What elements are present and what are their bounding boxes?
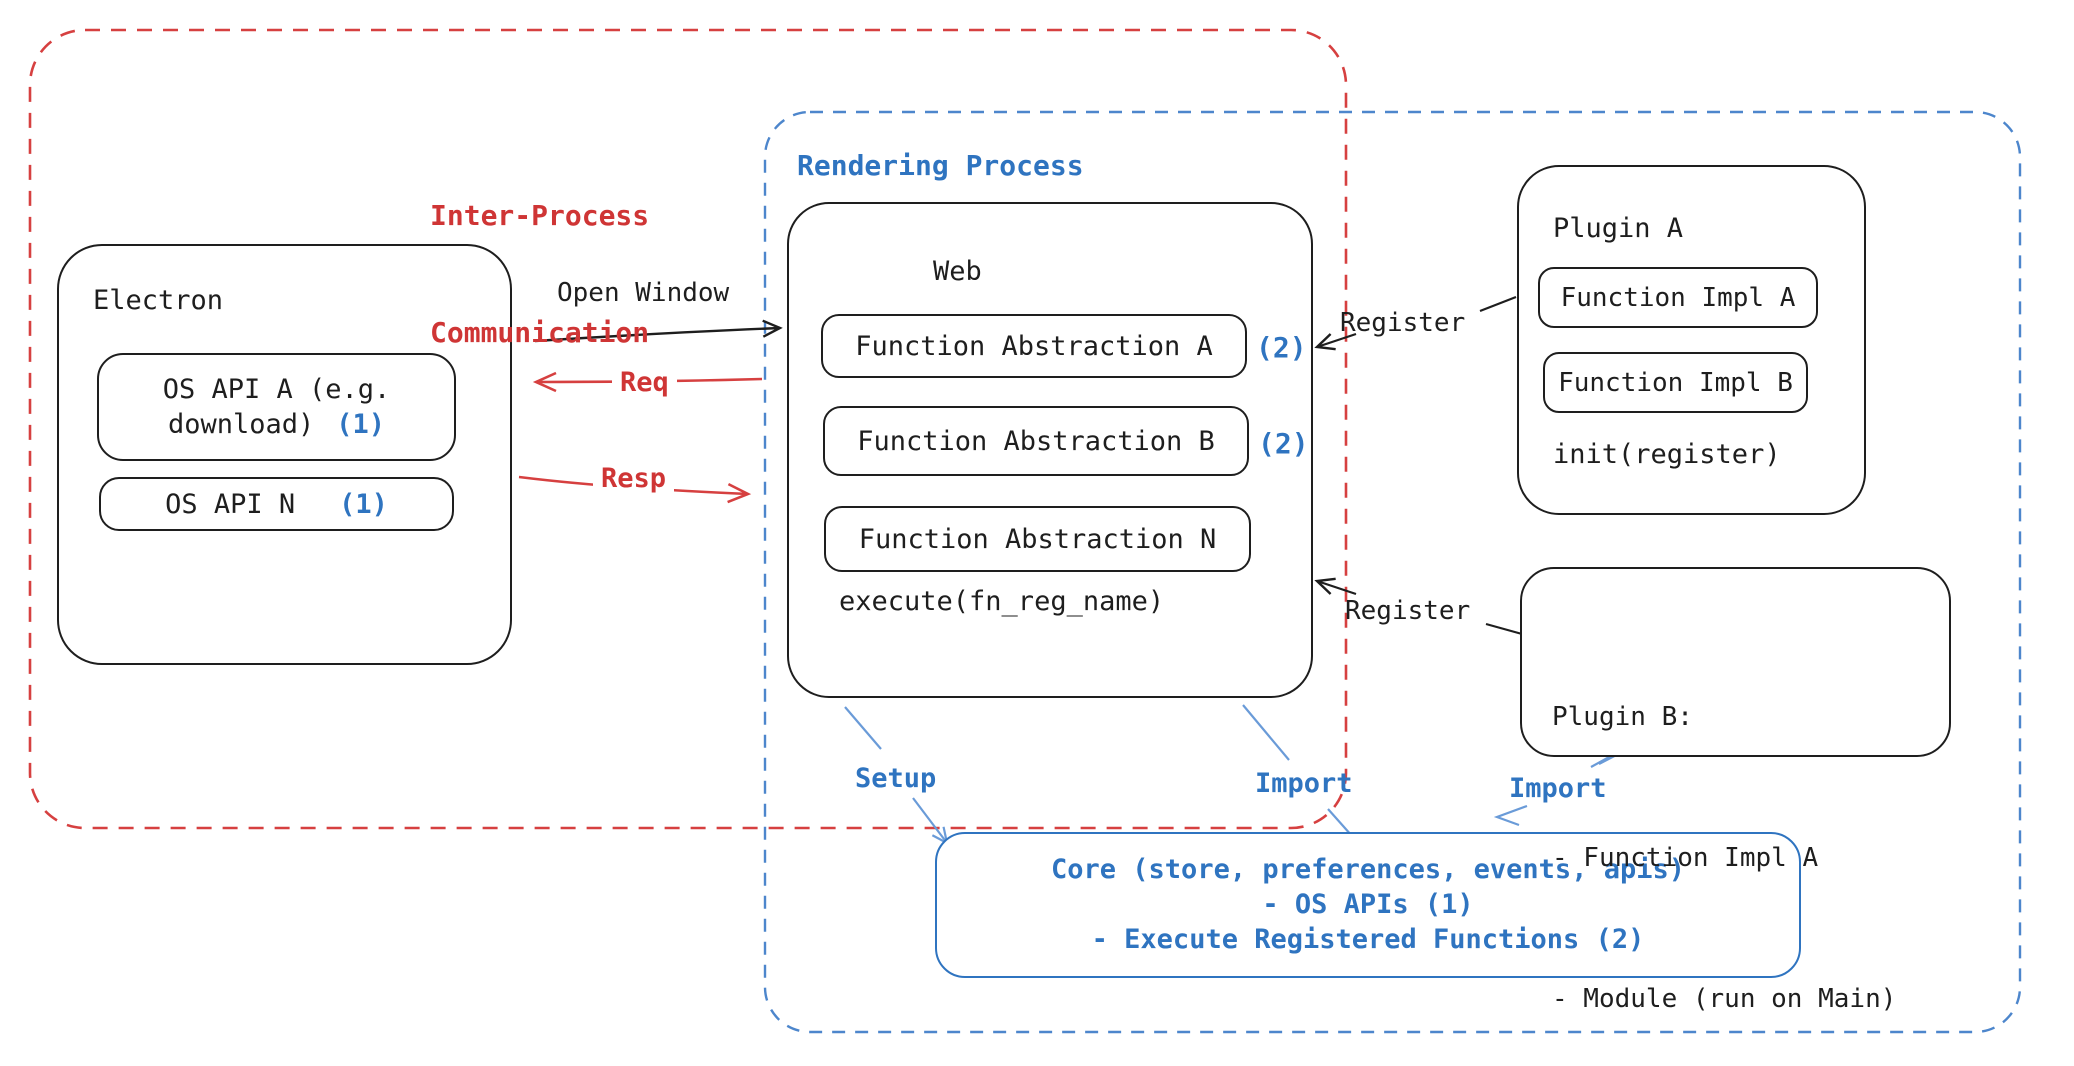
rendering-group-label: Rendering Process xyxy=(797,149,1084,182)
register-bottom-leader-line xyxy=(1485,622,1523,636)
os-api-a-line2: download) xyxy=(167,409,315,440)
setup-label: Setup xyxy=(855,763,937,794)
import-right-label: Import xyxy=(1509,773,1607,804)
register-top-leader-line xyxy=(1479,295,1517,313)
init-register-label: init(register) xyxy=(1553,439,1781,470)
import-mid-line xyxy=(1242,704,1290,761)
function-impl-a-text: Function Impl A xyxy=(1560,282,1796,313)
req-label: Req xyxy=(612,366,677,400)
function-impl-a-box: Function Impl A xyxy=(1538,267,1818,328)
resp-label: Resp xyxy=(593,462,675,496)
web-title: Web xyxy=(933,256,982,287)
function-abstraction-a-box: Function Abstraction A xyxy=(821,314,1247,378)
setup-line xyxy=(844,706,882,750)
os-api-a-box: OS API A (e.g. download) (1) xyxy=(97,353,456,461)
electron-title: Electron xyxy=(93,285,224,316)
function-abstraction-n-text: Function Abstraction N xyxy=(858,523,1217,555)
os-api-a-badge: (1) xyxy=(336,409,386,440)
function-abstraction-a-text: Function Abstraction A xyxy=(855,330,1213,362)
plugin-b-text: Plugin B: - Function Impl A - Module (ru… xyxy=(1552,600,1896,1066)
open-window-label: Open Window xyxy=(557,278,730,308)
register-top-label: Register xyxy=(1340,308,1466,338)
register-bottom-label: Register xyxy=(1345,596,1471,626)
function-abstraction-n-box: Function Abstraction N xyxy=(824,506,1251,572)
os-api-n-badge: (1) xyxy=(339,488,388,520)
execute-label: execute(fn_reg_name) xyxy=(839,586,1165,617)
import-mid-label: Import xyxy=(1255,768,1353,799)
ipc-group-label-line2: Communication xyxy=(430,316,650,349)
function-abstraction-b-text: Function Abstraction B xyxy=(857,425,1215,457)
function-abstraction-b-badge: (2) xyxy=(1258,427,1309,460)
plugin-b-line3: - Module (run on Main) xyxy=(1552,984,1897,1014)
os-api-n-text: OS API N xyxy=(165,488,296,520)
plugin-b-line1: Plugin B: xyxy=(1552,702,1693,732)
ipc-group-label-line1: Inter-Process xyxy=(430,199,650,232)
function-impl-b-text: Function Impl B xyxy=(1558,367,1793,398)
function-abstraction-b-box: Function Abstraction B xyxy=(823,406,1249,476)
function-abstraction-a-badge: (2) xyxy=(1256,331,1307,364)
import-right-arrowhead xyxy=(1493,804,1528,827)
function-impl-b-box: Function Impl B xyxy=(1543,352,1808,413)
plugin-b-line2: - Function Impl A xyxy=(1552,843,1819,873)
os-api-a-line1: OS API A (e.g. xyxy=(162,374,391,405)
os-api-n-box: OS API N (1) xyxy=(99,477,454,531)
register-bottom-arrow xyxy=(1314,577,1357,596)
plugin-a-title: Plugin A xyxy=(1553,213,1684,244)
